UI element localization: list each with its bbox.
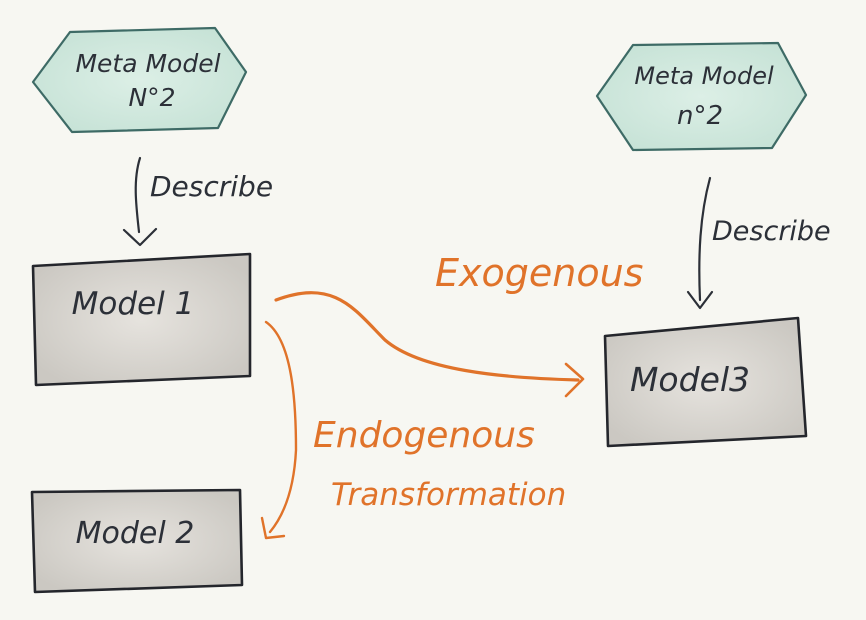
model2-rect xyxy=(30,488,244,594)
model2-label: Model 2 xyxy=(76,516,195,551)
exogenous-label: Exogenous xyxy=(435,251,643,295)
describe-right-label: Describe xyxy=(712,216,831,247)
describe-left-label: Describe xyxy=(150,170,273,203)
describe-arrow-right: Describe xyxy=(686,176,831,310)
meta-model-left-line2: N°2 xyxy=(128,83,175,112)
meta-model-left: Meta Model N°2 xyxy=(31,26,248,134)
model1-label: Model 1 xyxy=(72,286,195,322)
meta-model-right-line2: n°2 xyxy=(677,101,723,131)
meta-model-left-hexagon xyxy=(31,26,248,134)
describe-arrow-right-head xyxy=(686,290,714,310)
describe-arrow-left-head xyxy=(122,227,158,247)
describe-arrow-left: Describe xyxy=(122,156,273,247)
meta-model-left-line1: Meta Model xyxy=(75,49,220,78)
exogenous-arrow-head xyxy=(564,362,585,398)
model1-rect xyxy=(31,252,252,387)
meta-model-right-line1: Meta Model xyxy=(634,62,774,90)
meta-model-right-hexagon xyxy=(595,41,808,152)
describe-arrow-right-shaft xyxy=(698,176,712,302)
model3-label: Model3 xyxy=(630,360,750,399)
endogenous-label-line1: Endogenous xyxy=(313,415,535,456)
endogenous-label-line2: Transformation xyxy=(331,477,566,513)
endogenous-arrow-shaft xyxy=(264,320,298,534)
endogenous-arrow-head xyxy=(260,516,286,540)
meta-model-right: Meta Model n°2 xyxy=(595,41,808,152)
exogenous-arrow-shaft xyxy=(274,291,580,382)
model1-box: Model 1 xyxy=(31,252,252,387)
model3-box: Model3 xyxy=(603,316,808,448)
exogenous-arrow: Exogenous xyxy=(274,251,643,398)
describe-arrow-left-shaft xyxy=(134,156,142,234)
endogenous-arrow: Endogenous Transformation xyxy=(260,320,566,540)
model3-rect xyxy=(603,316,808,448)
model2-box: Model 2 xyxy=(30,488,244,594)
